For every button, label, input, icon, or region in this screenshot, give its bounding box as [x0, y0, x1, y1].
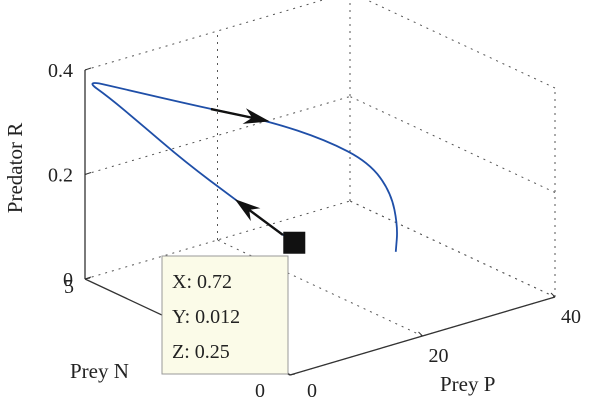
- direction-arrow-shaft: [210, 107, 259, 121]
- data-tip-y: Y: 0.012: [172, 306, 240, 328]
- y-tick-label: 0: [255, 380, 265, 402]
- z-tick-label: 0: [63, 269, 73, 291]
- y-tick-label: 5: [64, 276, 74, 298]
- z-tick-mark: [84, 172, 92, 175]
- y-axis-label: Prey N: [70, 359, 129, 383]
- data-tip-x: X: 0.72: [172, 271, 232, 293]
- trajectory-line: [91, 82, 398, 252]
- grid-line-x-floor: [217, 239, 423, 337]
- grid-line-z-back: [84, 0, 325, 71]
- y-tick-mark: [289, 373, 296, 376]
- direction-arrows: [210, 107, 284, 236]
- x-tick-label: 40: [561, 306, 581, 328]
- grid-line-x-floor: [349, 200, 556, 298]
- grid-line-z-side: [349, 96, 556, 193]
- grid-line-z-side: [365, 0, 556, 89]
- direction-arrow-head: [234, 199, 261, 222]
- z-tick-label: 0.4: [48, 60, 73, 82]
- z-tick-mark: [84, 67, 92, 71]
- z-axis-label: Predator R: [3, 123, 27, 213]
- x-axis-label: Prey P: [440, 372, 495, 396]
- x-tick-mark: [418, 331, 423, 337]
- direction-arrow-shaft: [243, 205, 284, 236]
- data-tip-box: [161, 255, 289, 375]
- data-tip-z: Z: 0.25: [172, 341, 230, 363]
- marker-layer: [283, 231, 306, 254]
- x-tick-label: 0: [307, 380, 317, 402]
- x-tick-label: 20: [429, 345, 449, 367]
- z-tick-label: 0.2: [48, 165, 73, 187]
- data-point-marker[interactable]: [283, 231, 306, 254]
- axis-lines: [84, 70, 556, 376]
- z-tick-mark: [84, 276, 92, 280]
- x-tick-mark: [550, 292, 556, 298]
- grid-lines: [84, 0, 556, 376]
- data-tip[interactable]: X: 0.72 Y: 0.012 Z: 0.25: [161, 255, 289, 375]
- direction-arrow-head: [242, 108, 270, 124]
- series-layer: [91, 82, 398, 252]
